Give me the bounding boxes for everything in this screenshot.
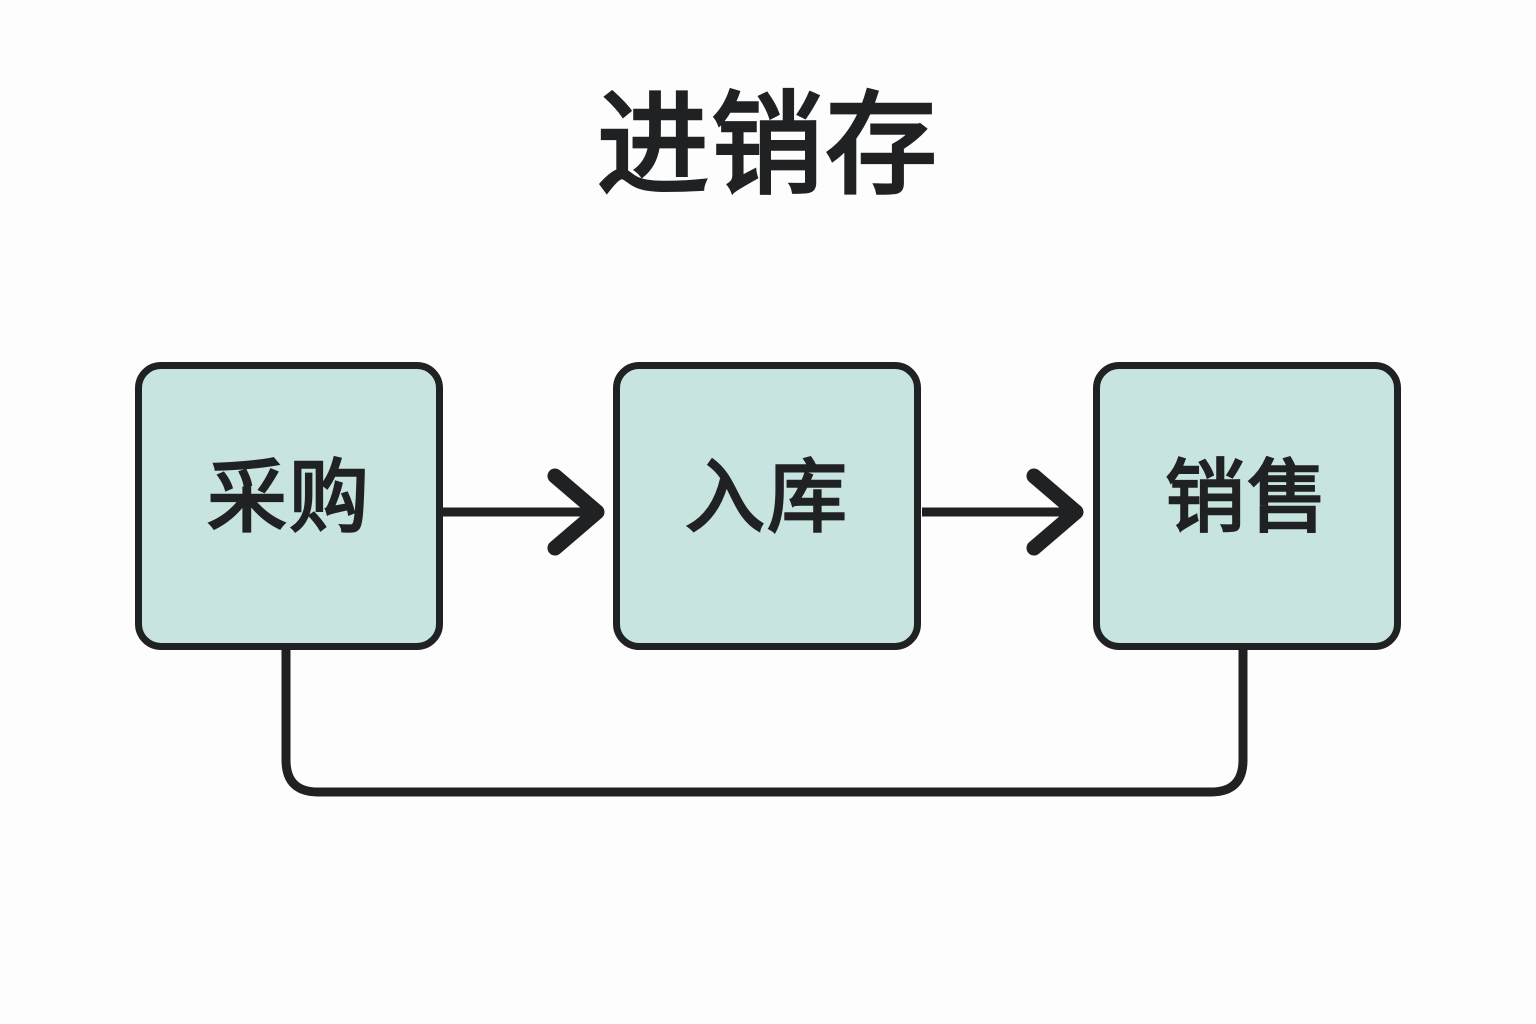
connector-purchase-to-stockin — [443, 468, 605, 556]
arrowhead-chevron-purchase-to-stockin — [547, 468, 605, 556]
connector-feedback-loop-sales-to-purchase — [281, 650, 1248, 797]
page-title: 进销存 — [597, 81, 939, 211]
node-purchase[interactable]: 采购 — [135, 362, 443, 650]
node-sales[interactable]: 销售 — [1093, 362, 1401, 650]
node-stockin[interactable]: 入库 — [613, 362, 921, 650]
node-purchase-label: 采购 — [207, 451, 371, 544]
connector-stockin-to-sales — [922, 468, 1084, 556]
node-stockin-label: 入库 — [685, 451, 849, 544]
node-sales-label: 销售 — [1165, 451, 1329, 544]
arrowhead-chevron-stockin-to-sales — [1026, 468, 1084, 556]
